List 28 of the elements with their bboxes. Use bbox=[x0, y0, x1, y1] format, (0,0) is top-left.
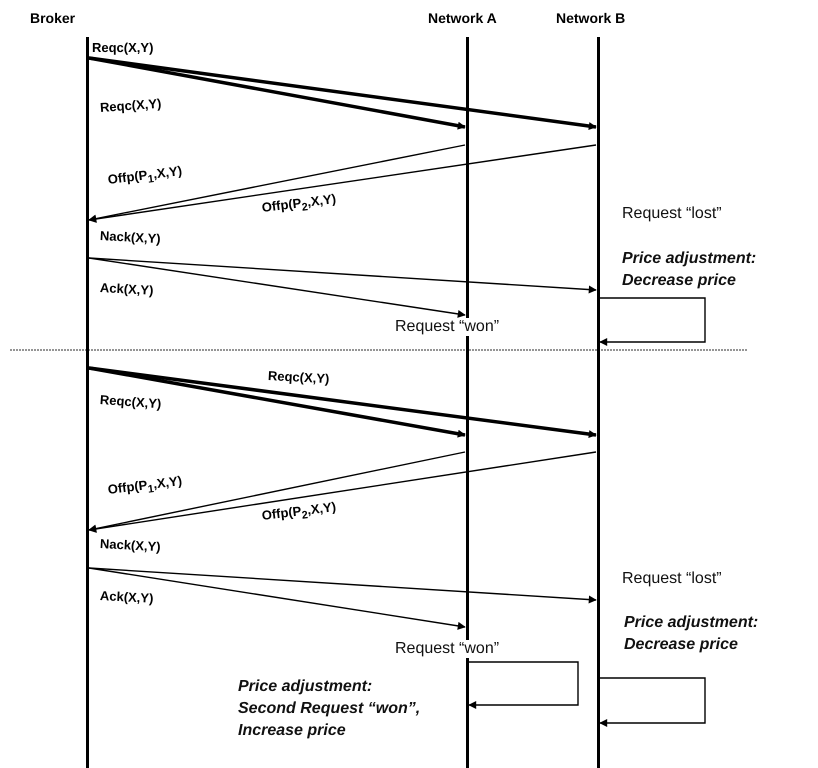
message-label: Reqc(X,Y) bbox=[99, 392, 162, 412]
message-arrow bbox=[88, 366, 466, 438]
message-label: Reqc(X,Y) bbox=[92, 40, 154, 55]
self-message-arrow bbox=[599, 297, 706, 346]
participant-label: Network B bbox=[556, 10, 626, 26]
lifeline bbox=[86, 37, 88, 768]
message-label: Nack(X,Y) bbox=[100, 228, 161, 246]
message-label: Ack(X,Y) bbox=[100, 588, 154, 606]
status-note: Request “won” bbox=[393, 318, 502, 336]
message-label: Reqc(X,Y) bbox=[99, 96, 162, 115]
message-label: Ack(X,Y) bbox=[100, 280, 154, 298]
status-note: Request “lost” bbox=[620, 570, 724, 588]
message-arrow bbox=[88, 144, 596, 223]
status-note: Request “won” bbox=[393, 640, 502, 658]
message-label: Reqc(X,Y) bbox=[268, 368, 330, 386]
message-arrow bbox=[88, 451, 596, 533]
participant-label: Broker bbox=[30, 10, 76, 26]
status-note: Request “lost” bbox=[620, 205, 724, 223]
message-label: Nack(X,Y) bbox=[100, 536, 161, 554]
self-message-arrow bbox=[599, 677, 706, 727]
self-message-arrow bbox=[468, 661, 579, 709]
message-arrow bbox=[88, 144, 466, 223]
message-arrow bbox=[88, 567, 466, 630]
message-arrow bbox=[88, 56, 466, 130]
participant-label: Network A bbox=[428, 10, 497, 26]
message-arrow bbox=[88, 451, 466, 532]
message-arrow bbox=[88, 257, 466, 318]
lifeline bbox=[596, 37, 600, 768]
